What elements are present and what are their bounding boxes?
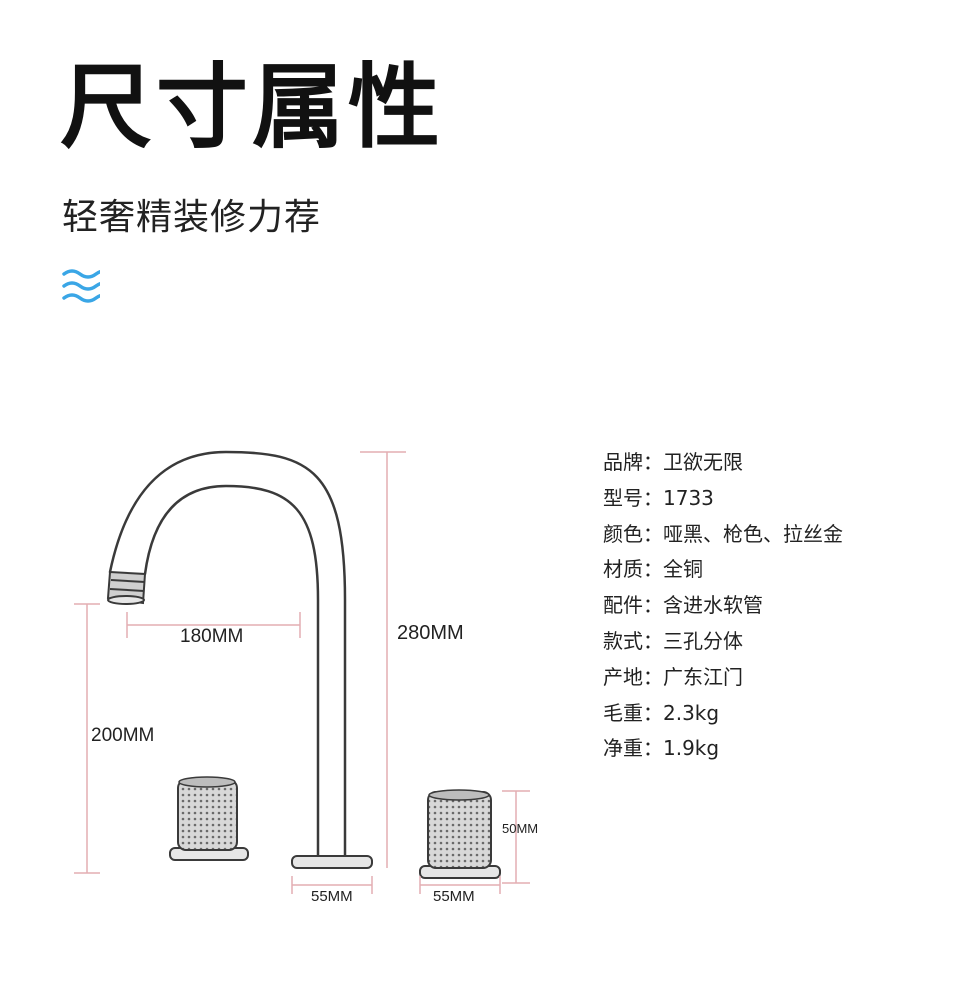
spec-color: 颜色：哑黑、枪色、拉丝金 <box>603 522 843 558</box>
spec-list: 品牌：卫欲无限 型号：1733 颜色：哑黑、枪色、拉丝金 材质：全铜 配件：含进… <box>603 450 843 772</box>
spec-gross-weight: 毛重：2.3kg <box>603 701 843 737</box>
dim-handle-height: 50MM <box>502 821 539 836</box>
left-handle <box>169 776 249 861</box>
spec-label: 款式： <box>603 628 663 653</box>
spec-value: 含进水软管 <box>663 593 763 618</box>
spec-value: 哑黑、枪色、拉丝金 <box>663 521 843 546</box>
spec-accessories: 配件：含进水软管 <box>603 593 843 629</box>
spec-value: 卫欲无限 <box>663 450 743 474</box>
spec-value: 全铜 <box>663 557 703 582</box>
spout-base-plate <box>291 855 373 869</box>
spec-style: 款式：三孔分体 <box>603 629 843 665</box>
spec-value: 2.3kg <box>663 700 720 725</box>
page-subtitle: 轻奢精装修力荐 <box>62 197 322 238</box>
spec-origin: 产地：广东江门 <box>603 665 843 701</box>
spec-label: 配件： <box>603 593 663 618</box>
dim-spout-height: 200MM <box>91 725 155 746</box>
spout-outline <box>108 450 347 860</box>
dim-spout-base: 55MM <box>311 888 353 905</box>
spec-label: 毛重： <box>603 700 663 725</box>
spec-label: 材质： <box>603 557 663 582</box>
dim-handle-base: 55MM <box>433 888 475 905</box>
dim-spout-reach: 180MM <box>180 626 244 647</box>
spec-value: 1733 <box>663 485 714 510</box>
spec-label: 品牌： <box>603 450 663 474</box>
spec-label: 产地： <box>603 664 663 689</box>
spout-tip <box>106 570 147 605</box>
spec-brand: 品牌：卫欲无限 <box>603 450 843 486</box>
spec-material: 材质：全铜 <box>603 557 843 593</box>
spec-model: 型号：1733 <box>603 486 843 522</box>
page-title: 尺寸属性 <box>60 54 445 161</box>
dim-total-height: 280MM <box>397 622 464 644</box>
dimension-lines <box>74 451 530 894</box>
spec-label: 净重： <box>603 736 663 761</box>
spec-net-weight: 净重：1.9kg <box>603 736 843 772</box>
spec-value: 1.9kg <box>663 736 720 761</box>
spec-value: 广东江门 <box>663 664 743 689</box>
spec-value: 三孔分体 <box>663 628 743 653</box>
spec-label: 颜色： <box>603 521 663 546</box>
spec-label: 型号： <box>603 485 663 510</box>
right-handle <box>419 789 501 879</box>
